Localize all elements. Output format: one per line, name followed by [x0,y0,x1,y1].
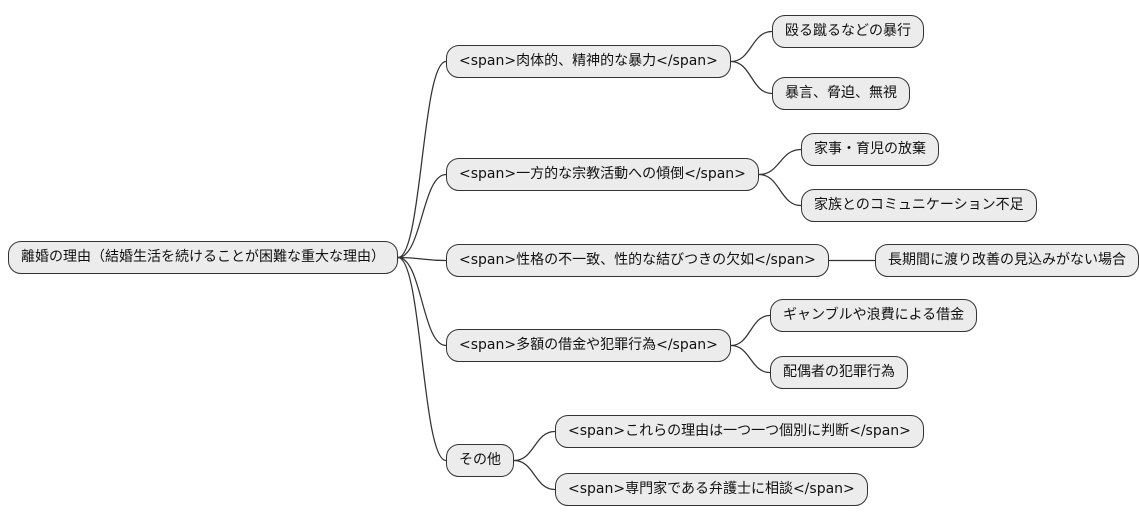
mindmap-node-branch-1-child-2: 暴言、脅迫、無視 [772,77,910,110]
mindmap-node-branch-4-child-2: 配偶者の犯罪行為 [770,356,908,389]
mindmap-node-root: 離婚の理由（結婚生活を続けることが困難な重大な理由） [8,241,398,274]
connector-root-to-b4 [397,256,447,347]
connector-b2-to-b2c1 [758,148,802,176]
mindmap-node-branch-1: <span>肉体的、精神的な暴力</span> [446,45,731,78]
mindmap-node-branch-5: その他 [446,444,514,477]
connector-root-to-b2 [397,173,447,259]
connector-b4-to-b4c2 [730,344,771,374]
connector-b1-to-b1c2 [730,60,773,95]
mindmap-node-branch-4: <span>多額の借金や犯罪行為</span> [446,329,731,362]
mindmap-node-branch-5-child-1: <span>これらの理由は一つ一つ個別に判断</span> [555,415,924,448]
connector-b5-to-b5c2 [513,459,556,491]
connector-root-to-b3 [397,256,447,262]
connector-b1-to-b1c1 [730,30,773,63]
mindmap-node-branch-1-child-1: 殴る蹴るなどの暴行 [772,15,924,48]
connector-b2-to-b2c2 [758,173,802,207]
mindmap-node-branch-2: <span>一方的な宗教活動への傾倒</span> [446,158,759,191]
mindmap-node-branch-4-child-1: ギャンブルや浪費による借金 [770,299,978,332]
mindmap-node-branch-3-child-1: 長期間に渡り改善の見込みがない場合 [875,244,1139,277]
connector-root-to-b1 [397,60,447,259]
mindmap-node-branch-2-child-2: 家族とのコミュニケーション不足 [801,189,1037,222]
connector-b5-to-b5c1 [513,430,556,462]
connector-root-to-b5 [397,256,447,462]
mindmap-node-branch-5-child-2: <span>専門家である弁護士に相談</span> [555,473,868,506]
connector-b4-to-b4c1 [730,314,771,347]
mindmap-node-branch-2-child-1: 家事・育児の放棄 [801,133,939,166]
mindmap-node-branch-3: <span>性格の不一致、性的な結びつきの欠如</span> [446,244,829,277]
